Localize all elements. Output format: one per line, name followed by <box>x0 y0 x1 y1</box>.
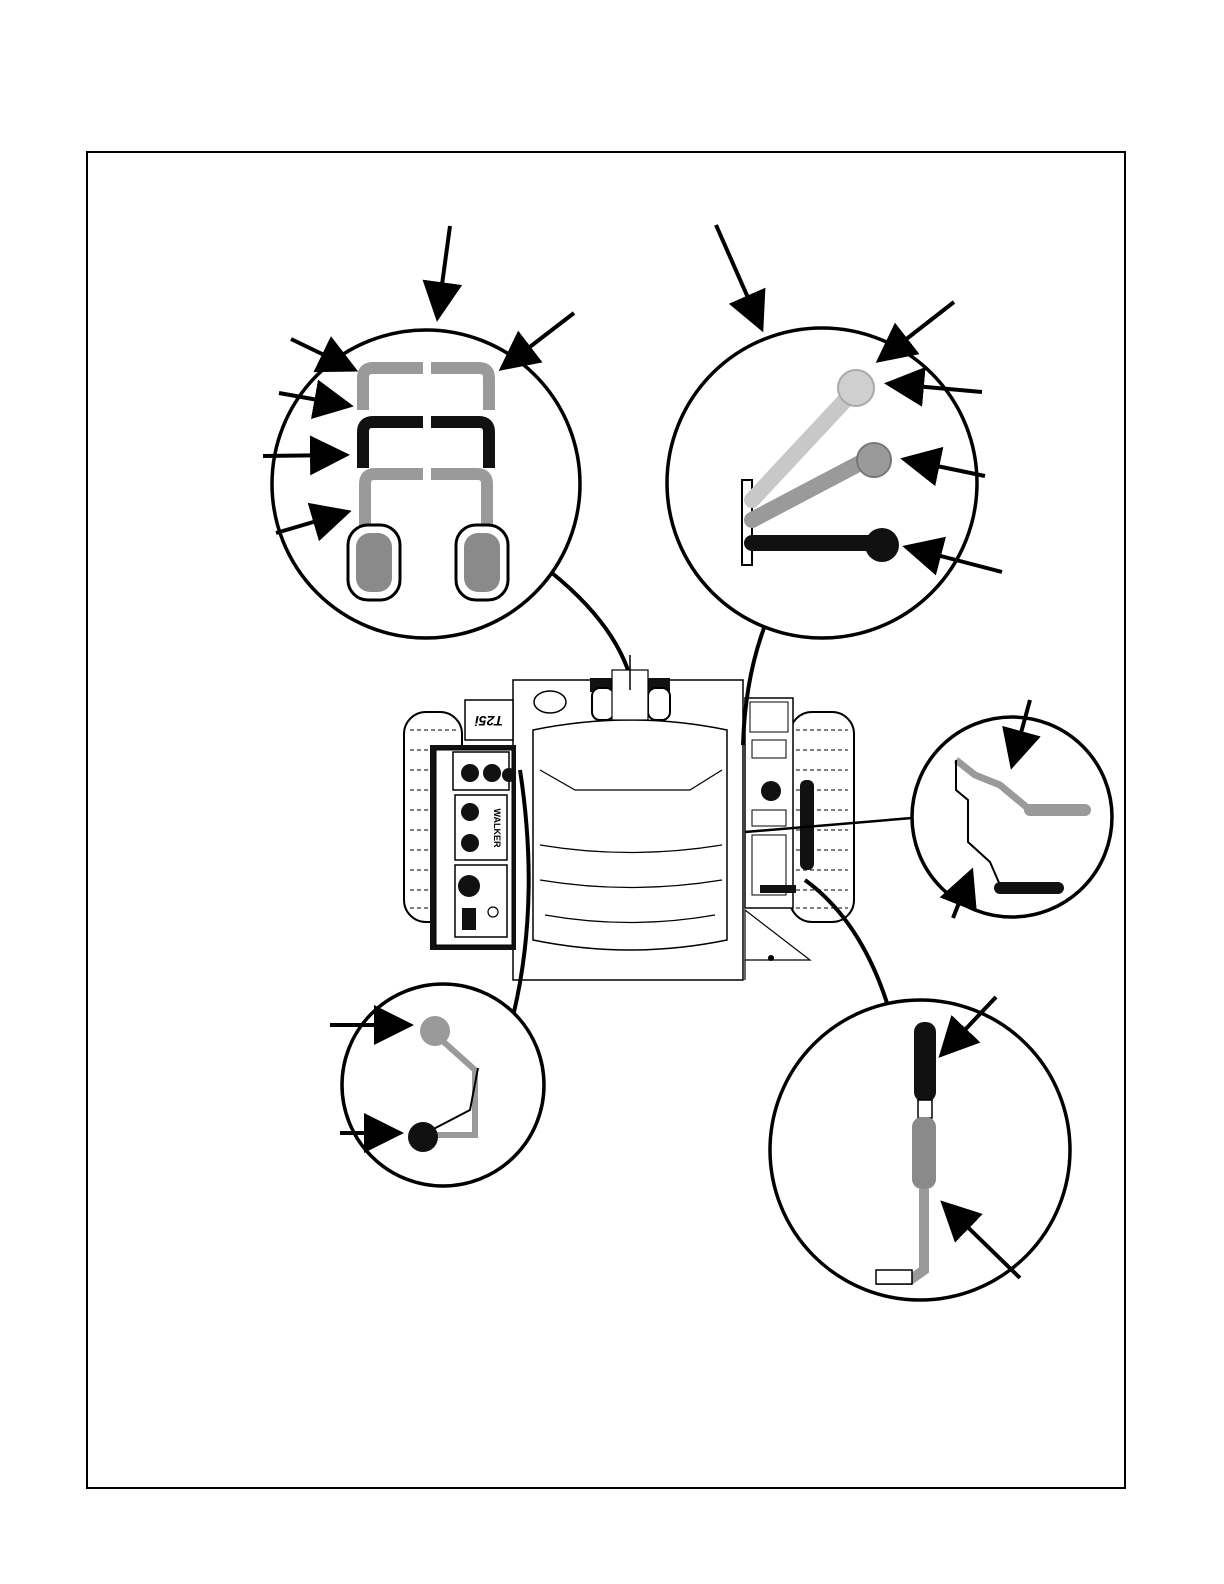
mower-top-view: T25i WALKER <box>404 655 854 980</box>
right-tire <box>790 712 854 922</box>
left-control-panel: WALKER <box>430 745 516 950</box>
callout-parking-brake <box>912 700 1112 918</box>
seat-emblem <box>534 691 566 713</box>
panel-brand: WALKER <box>492 809 502 848</box>
mower-steering-levers <box>590 655 670 720</box>
model-badge: T25i <box>474 713 503 729</box>
callout-throttle-choke <box>330 984 544 1186</box>
callout-deck-lift-lever <box>667 225 1002 638</box>
callout-steering-levers <box>263 226 580 638</box>
operator-seat <box>533 720 727 950</box>
callout-pto-lever <box>770 997 1070 1300</box>
